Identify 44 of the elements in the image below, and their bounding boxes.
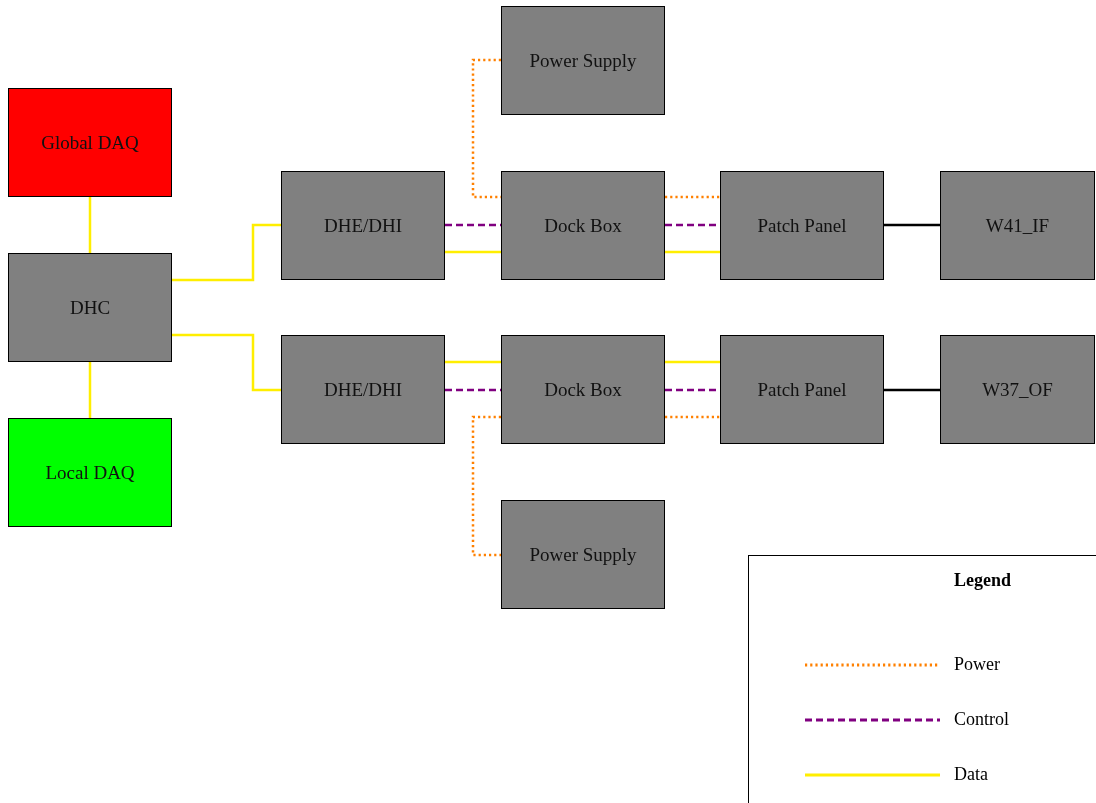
box-label: DHE/DHI [323, 214, 403, 237]
box-label: W37_OF [982, 378, 1053, 401]
box-label: Dock Box [544, 378, 622, 401]
box-label: Dock Box [544, 214, 622, 237]
process-box [720, 171, 884, 280]
process-box [8, 88, 172, 197]
box-label: W41_IF [985, 214, 1050, 237]
legend-title: Legend [954, 570, 1011, 591]
connector-line [665, 195, 720, 199]
process-box [940, 335, 1095, 444]
process-box [501, 335, 665, 444]
process-box [281, 335, 445, 444]
box-label: Patch Panel [757, 378, 847, 401]
box-label: Power Supply [529, 543, 637, 566]
connector-line [884, 223, 940, 227]
connector-line [88, 197, 92, 253]
connector-line [172, 223, 281, 282]
process-box [720, 335, 884, 444]
process-box [281, 171, 445, 280]
box-label: Patch Panel [757, 214, 847, 237]
box-label: DHC [69, 296, 111, 319]
process-box [940, 171, 1095, 280]
connector-line [884, 388, 940, 392]
process-box [501, 171, 665, 280]
connector-line [665, 360, 720, 364]
process-box [501, 500, 665, 609]
box-label: Global DAQ [41, 131, 139, 154]
legend-label: Control [954, 709, 1009, 730]
connector-line [471, 415, 501, 557]
legend-label: Data [954, 764, 988, 785]
process-box [8, 253, 172, 362]
box-label: DHE/DHI [323, 378, 403, 401]
process-box [8, 418, 172, 527]
connector-line [665, 415, 720, 419]
box-label: Power Supply [529, 49, 637, 72]
box-label: Local DAQ [45, 461, 135, 484]
connector-line [445, 360, 501, 364]
process-box [501, 6, 665, 115]
connector-line [172, 333, 281, 392]
connector-line [88, 362, 92, 418]
connector-line [445, 250, 501, 254]
connector-line [471, 58, 501, 199]
legend-label: Power [954, 654, 1000, 675]
connector-line [665, 250, 720, 254]
